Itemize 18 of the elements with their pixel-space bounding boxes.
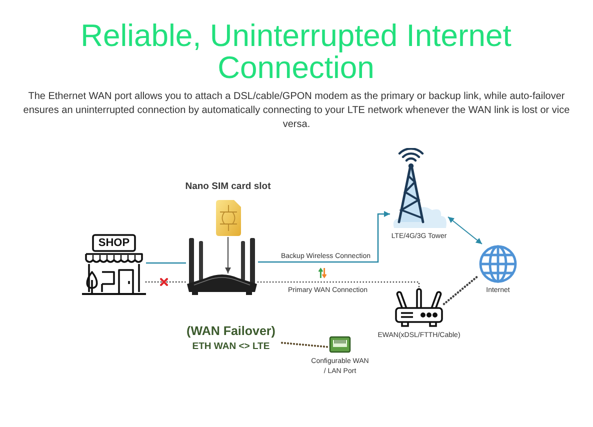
description-text: The Ethernet WAN port allows you to attach a DSL/cable/GPON modem as the primary or backup link, while auto-failover ensures an uninterrupted connection by automatically connecting to your LTE network whenever the WAN link is lost or vice versa. bbox=[22, 90, 571, 132]
arrow bbox=[258, 211, 390, 263]
dotted-line bbox=[280, 342, 330, 348]
arrow bbox=[448, 216, 482, 244]
slot-label: Nano SIM card slot bbox=[184, 181, 272, 193]
title: Reliable, Uninterrupted Internet Connection bbox=[80, 20, 512, 84]
ethernet-port-icon bbox=[329, 336, 351, 353]
failover-subtitle: ETH WAN <> LTE bbox=[192, 340, 270, 353]
arrow bbox=[224, 236, 231, 274]
dotted-line bbox=[442, 274, 480, 306]
sign-text: SHOP bbox=[97, 236, 131, 251]
modem-router-icon bbox=[394, 288, 444, 328]
failover-title: (WAN Failover) bbox=[186, 323, 276, 339]
dotted-line bbox=[257, 281, 420, 289]
connector-line bbox=[146, 262, 186, 264]
router-illustration bbox=[186, 238, 258, 297]
dotted-line bbox=[145, 281, 187, 283]
globe-icon bbox=[478, 244, 518, 284]
